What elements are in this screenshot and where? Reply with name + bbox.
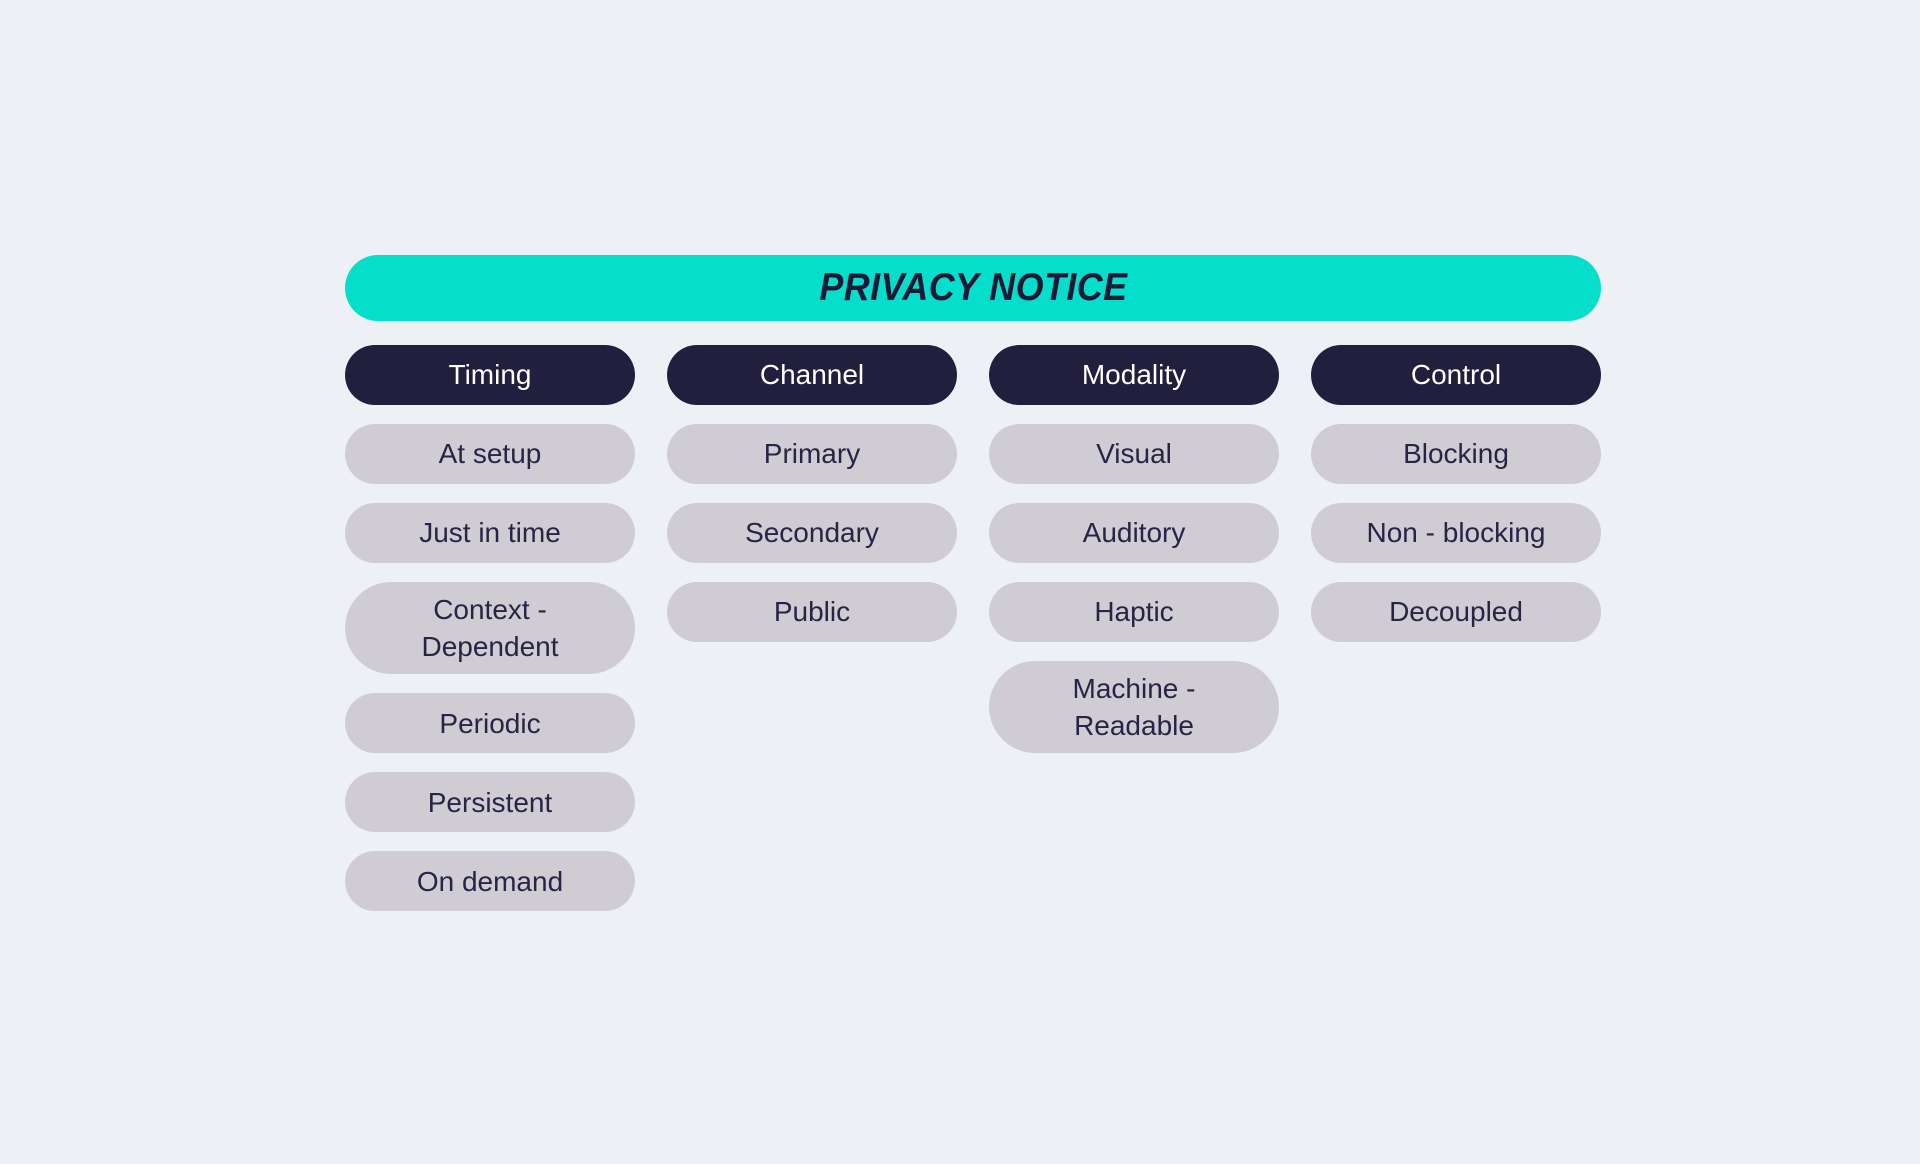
pill-on-demand: On demand (345, 851, 635, 912)
pill-at-setup: At setup (345, 424, 635, 484)
diagram-title-banner: PRIVACY NOTICE (345, 255, 1601, 321)
pill-just-in-time: Just in time (345, 503, 635, 563)
pill-non-blocking: Non - blocking (1311, 503, 1601, 563)
column-header-modality: Modality (989, 345, 1279, 405)
column-header-control: Control (1311, 345, 1601, 405)
pill-haptic: Haptic (989, 582, 1279, 642)
pill-public: Public (667, 582, 957, 642)
pill-primary: Primary (667, 424, 957, 484)
pill-periodic: Periodic (345, 693, 635, 754)
pill-blocking: Blocking (1311, 424, 1601, 484)
column-header-timing: Timing (345, 345, 635, 405)
pill-context-dependent: Context - Dependent (345, 582, 635, 675)
column-header-channel: Channel (667, 345, 957, 405)
diagram-title: PRIVACY NOTICE (818, 266, 1128, 309)
pill-decoupled: Decoupled (1311, 582, 1601, 642)
pill-auditory: Auditory (989, 503, 1279, 563)
pill-secondary: Secondary (667, 503, 957, 563)
pill-persistent: Persistent (345, 772, 635, 833)
pill-visual: Visual (989, 424, 1279, 484)
pill-machine-readable: Machine - Readable (989, 661, 1279, 754)
